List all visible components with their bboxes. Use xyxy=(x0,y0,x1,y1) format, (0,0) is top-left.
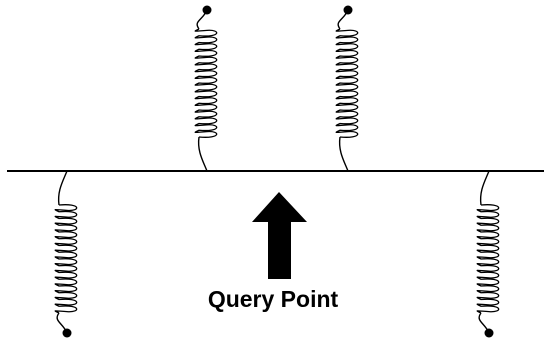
spring-coil xyxy=(194,28,218,138)
spring-lead-wire xyxy=(57,170,68,206)
spring-coil xyxy=(476,204,500,314)
spring-lead-wire xyxy=(197,136,208,172)
spring-coil xyxy=(54,204,78,314)
up-arrow-icon xyxy=(252,192,307,279)
spring-anchor-dot xyxy=(202,5,212,15)
query-point-label: Query Point xyxy=(208,286,339,312)
spring-anchor-dot xyxy=(484,328,494,338)
spring-upper-left xyxy=(194,5,218,172)
spring-coil xyxy=(335,28,359,138)
spring-anchor-dot xyxy=(343,5,353,15)
spring-lower-left xyxy=(54,170,78,338)
spring-upper-right xyxy=(335,5,359,172)
springs-group xyxy=(54,5,500,338)
spring-lower-right xyxy=(476,170,500,338)
spring-lead-wire xyxy=(338,136,349,172)
spring-lead-wire xyxy=(479,170,490,206)
spring-anchor-dot xyxy=(62,328,72,338)
